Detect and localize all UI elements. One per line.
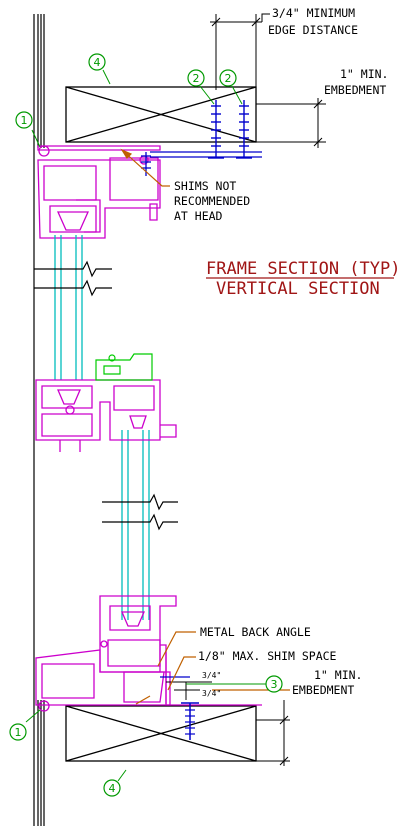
tag-1-bottom: 1 <box>15 726 22 739</box>
tag-4-top: 4 <box>94 56 101 69</box>
shims-note-line2: RECOMMENDED <box>174 194 250 208</box>
section-subtitle: VERTICAL SECTION <box>216 279 380 299</box>
head-anchor-screws <box>208 100 252 159</box>
dimension-lines <box>166 13 326 766</box>
tag-3: 3 <box>271 678 278 691</box>
tag-2b-circle <box>219 69 237 87</box>
sill-frame-profile <box>35 595 177 712</box>
tag-1-top-circle <box>15 111 33 129</box>
back-angle-note: METAL BACK ANGLE <box>200 625 311 639</box>
dim-three-quarter-a: 3/4" <box>202 671 221 680</box>
tag-2a-circle <box>187 69 205 87</box>
meeting-rail-profile <box>35 379 177 452</box>
tag-circles <box>9 53 283 797</box>
tag-2b: 2 <box>225 72 232 85</box>
tag-1-top: 1 <box>21 114 28 127</box>
back-angle-and-fastener <box>160 650 262 740</box>
top-embedment-note-line2: EMBEDMENT <box>324 83 386 97</box>
tag-labels: 1 2 2 4 3 1 4 <box>15 56 278 795</box>
head-frame-profile <box>37 145 161 239</box>
lock-hardware <box>95 353 153 381</box>
edge-distance-note-line2: EDGE DISTANCE <box>268 23 358 37</box>
dim-three-quarter-b: 3/4" <box>202 689 221 698</box>
note-leaders <box>120 148 290 705</box>
tag-4-top-circle <box>88 53 106 71</box>
section-title: FRAME SECTION (TYP) <box>206 259 400 279</box>
tag-2a: 2 <box>193 72 200 85</box>
edge-distance-note-line1: 3/4" MINIMUM <box>272 6 355 20</box>
upper-break-lines <box>34 260 112 297</box>
tag-leaders <box>25 69 266 782</box>
tag-3-circle <box>265 675 283 693</box>
shim-space-note: 1/8" MAX. SHIM SPACE <box>198 649 337 663</box>
top-wood-blocking <box>65 86 257 143</box>
shims-note-line1: SHIMS NOT <box>174 179 236 193</box>
upper-glazing <box>54 235 83 380</box>
wall-section <box>33 14 45 826</box>
tag-4-bottom-circle <box>103 779 121 797</box>
top-embedment-note-line1: 1" MIN. <box>340 67 388 81</box>
tag-1-bottom-circle <box>9 723 27 741</box>
lower-glazing <box>121 430 150 620</box>
bottom-wood-blocking <box>65 705 257 762</box>
bottom-embedment-note-line1: 1" MIN. <box>314 668 362 682</box>
bottom-embedment-note-line2: EMBEDMENT <box>292 683 354 697</box>
shims-note-line3: AT HEAD <box>174 209 223 223</box>
tag-4-bottom: 4 <box>109 782 116 795</box>
lower-break-lines <box>102 493 178 531</box>
